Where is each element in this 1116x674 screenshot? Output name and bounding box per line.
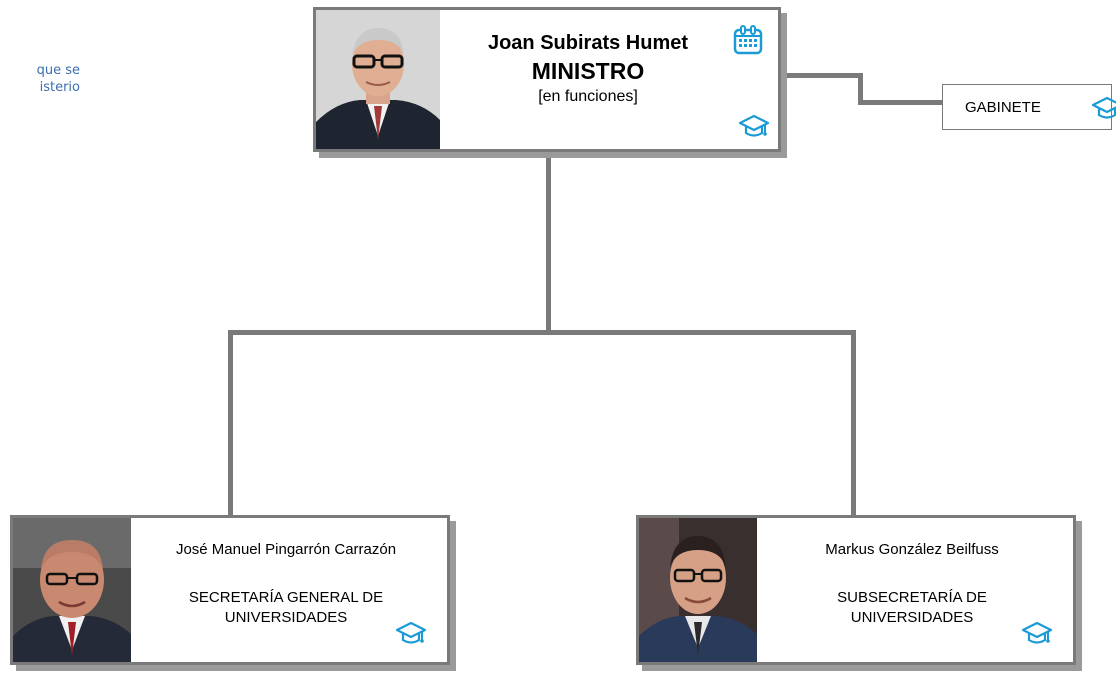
connector-gabinete-a (783, 73, 863, 78)
minister-photo (316, 10, 440, 149)
minister-text: Joan Subirats Humet MINISTRO [en funcion… (446, 30, 730, 108)
subsecretaria-unit-line-1: SUBSECRETARÍA DE (837, 589, 987, 606)
minister-status: [en funciones] (538, 88, 638, 105)
graduation-cap-icon[interactable] (1091, 95, 1116, 121)
gabinete-card[interactable]: GABINETE (942, 84, 1116, 130)
graduation-cap-icon[interactable] (738, 113, 770, 139)
connector-minister-down (546, 150, 551, 333)
secretaria-general-unit-line-2: UNIVERSIDADES (224, 609, 348, 626)
secretaria-general-photo (13, 518, 131, 662)
gabinete-label: GABINETE (965, 99, 1041, 116)
minister-role: MINISTRO (531, 58, 645, 84)
connector-gabinete-b (858, 73, 863, 105)
subsecretaria-unit-line-2: UNIVERSIDADES (850, 609, 974, 626)
subsecretaria-unit: SUBSECRETARÍA DE UNIVERSIDADES (757, 588, 1067, 628)
side-note[interactable]: que se isterio (0, 62, 80, 96)
secretaria-general-unit-line-1: SECRETARÍA GENERAL DE (188, 589, 384, 606)
secretaria-general-card[interactable]: José Manuel Pingarrón Carrazón SECRETARÍ… (10, 515, 450, 665)
graduation-cap-icon[interactable] (395, 620, 427, 646)
side-note-line-2: isterio (39, 80, 80, 95)
calendar-icon[interactable] (732, 24, 764, 56)
connector-left-down (228, 330, 233, 518)
graduation-cap-icon[interactable] (1021, 620, 1053, 646)
connector-gabinete-c (858, 100, 944, 105)
connector-horizontal-branch (228, 330, 856, 335)
minister-name: Joan Subirats Humet (487, 32, 689, 54)
subsecretaria-photo (639, 518, 757, 662)
subsecretaria-name: Markus González Beilfuss (825, 541, 999, 558)
secretaria-general-name: José Manuel Pingarrón Carrazón (175, 541, 397, 558)
connector-right-down (851, 330, 856, 518)
minister-card[interactable]: Joan Subirats Humet MINISTRO [en funcion… (313, 7, 781, 152)
subsecretaria-card[interactable]: Markus González Beilfuss SUBSECRETARÍA D… (636, 515, 1076, 665)
secretaria-general-unit: SECRETARÍA GENERAL DE UNIVERSIDADES (131, 588, 441, 628)
side-note-line-1: que se (36, 63, 80, 78)
